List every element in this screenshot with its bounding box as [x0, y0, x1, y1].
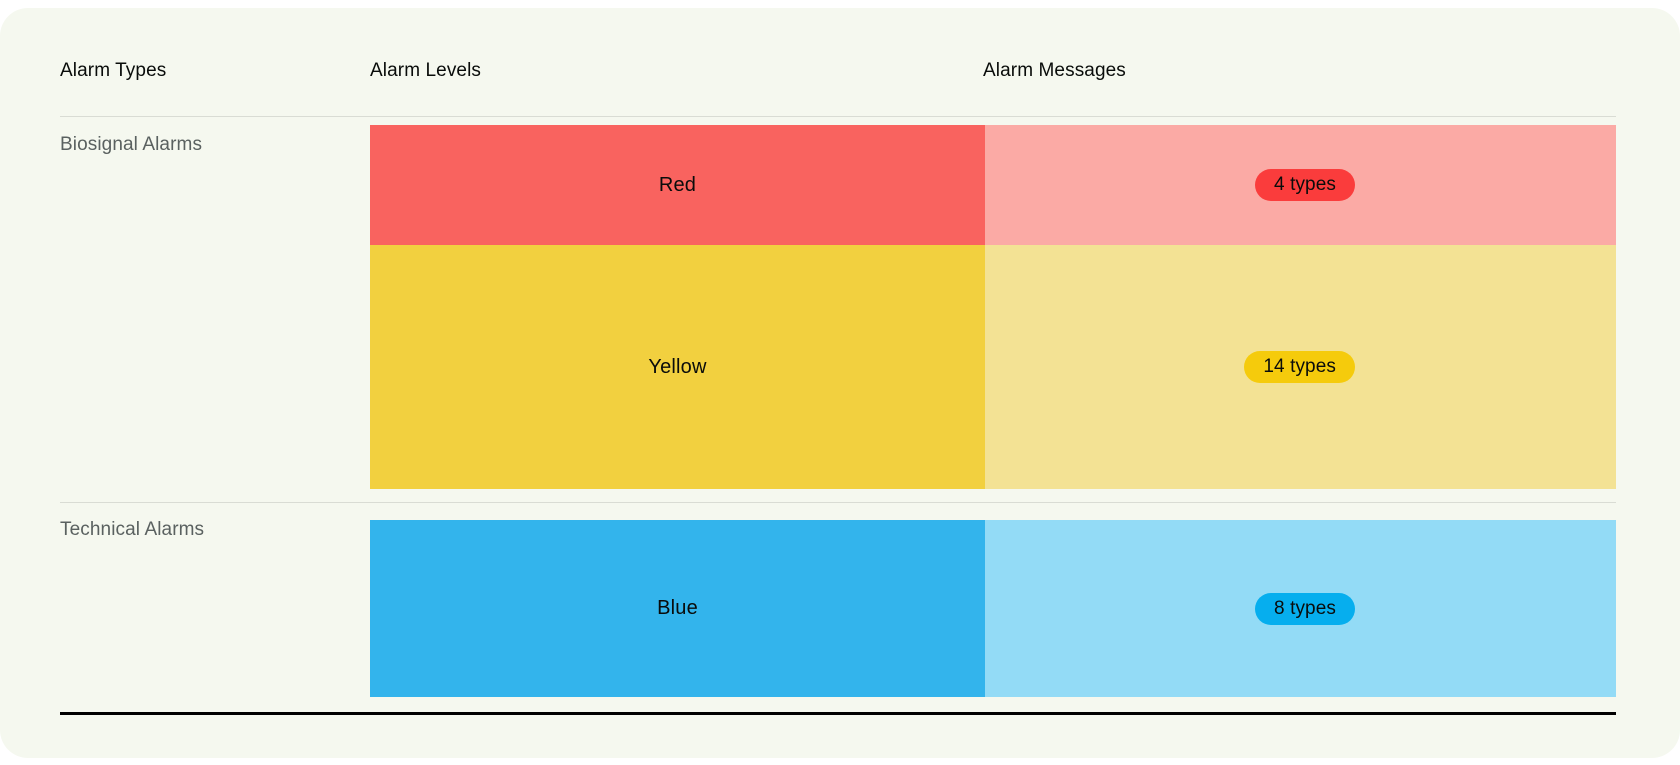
table-bottom-border	[60, 712, 1616, 715]
badge-yellow-types[interactable]: 14 types	[1244, 351, 1355, 383]
level-label-blue: Blue	[657, 597, 698, 619]
header-divider	[60, 116, 1616, 117]
table-row-red: Red 4 types	[370, 125, 1616, 245]
level-cell-blue: Blue	[370, 520, 985, 697]
level-cell-red: Red	[370, 125, 985, 245]
message-cell-blue: 8 types	[985, 520, 1616, 697]
level-label-red: Red	[658, 173, 697, 196]
group-divider	[60, 502, 1616, 503]
level-cell-yellow: Yellow	[370, 245, 985, 489]
column-header-alarm-levels: Alarm Levels	[370, 60, 482, 81]
alarm-table-card: Alarm Types Alarm Levels Alarm Messages …	[0, 8, 1680, 758]
group-label-technical-alarms: Technical Alarms	[60, 519, 205, 540]
column-header-alarm-types: Alarm Types	[60, 60, 167, 81]
message-cell-yellow: 14 types	[985, 245, 1616, 489]
badge-blue-types[interactable]: 8 types	[1255, 592, 1355, 625]
level-label-yellow: Yellow	[648, 355, 707, 378]
group-label-biosignal-alarms: Biosignal Alarms	[60, 134, 203, 155]
table-header-row: Alarm Types Alarm Levels Alarm Messages	[0, 60, 1680, 104]
badge-red-types[interactable]: 4 types	[1255, 169, 1355, 201]
message-cell-red: 4 types	[985, 125, 1616, 245]
table-row-yellow: Yellow 14 types	[370, 245, 1616, 489]
column-header-alarm-messages: Alarm Messages	[983, 60, 1126, 81]
table-row-blue: Blue 8 types	[370, 520, 1616, 697]
